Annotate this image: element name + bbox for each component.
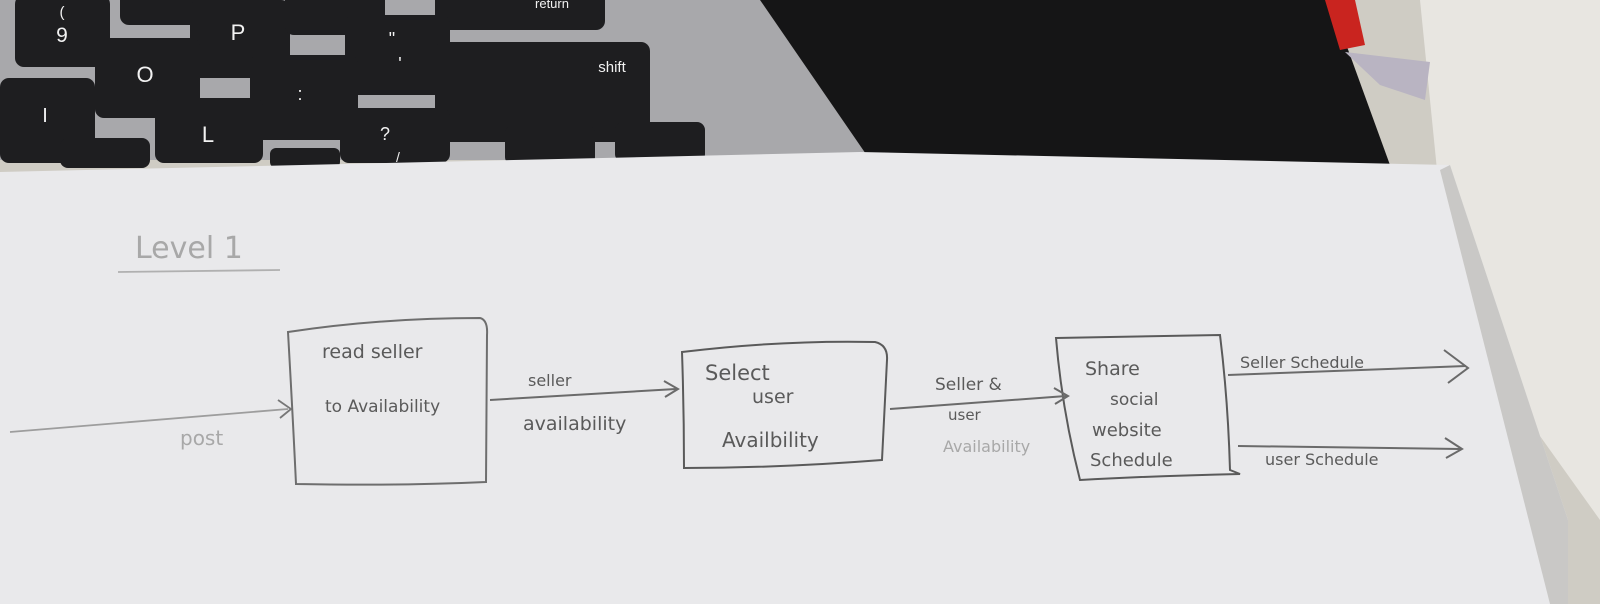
diagram-title: Level 1 [135, 231, 243, 266]
flow-4-label: user Schedule [1265, 450, 1379, 469]
key-question [340, 108, 450, 163]
flow-seller-user-availability: Seller & user Availability [889, 375, 1070, 456]
flow-2-label-1: Seller & [935, 375, 1002, 395]
flow-2-arrowhead [1053, 387, 1070, 405]
key-label-question: ? [380, 124, 390, 144]
flow-1-arrowhead [663, 380, 680, 398]
process-3-line-1: Share [1085, 358, 1140, 380]
input-arrow-head [277, 399, 293, 419]
flow-1-line [489, 388, 677, 401]
process-read-seller: read seller to Availability [286, 316, 489, 486]
keyboard: ( 9 P O I L " ' ? / shift return : [0, 0, 705, 168]
key-label-shift: shift [598, 59, 626, 76]
process-box-3 [1054, 333, 1241, 482]
key-label-9: 9 [56, 24, 68, 47]
flow-user-schedule: user Schedule [1237, 437, 1464, 469]
key-return [435, 0, 605, 30]
process-1-line-2: to Availability [325, 397, 440, 417]
paper-sheet [0, 152, 1568, 604]
napkin [1420, 0, 1600, 520]
key-left-edge [60, 138, 150, 168]
red-wrapper [1325, 0, 1365, 50]
flow-3-line [1227, 365, 1467, 376]
process-1-line-1: read seller [322, 341, 423, 363]
key-label-return: return [535, 0, 569, 11]
key-shift [435, 42, 650, 142]
process-share-schedule: Share social website Schedule [1054, 333, 1241, 482]
key-up [505, 125, 595, 165]
flow-1-label-2: availability [523, 413, 626, 435]
process-box-2 [680, 340, 889, 470]
flow-seller-availability: seller availability [489, 371, 680, 435]
flow-2-label-2: user [948, 406, 982, 424]
key-label-i: I [42, 105, 48, 127]
key-9 [15, 0, 110, 67]
dark-screen [760, 0, 1390, 165]
flow-3-arrowhead [1443, 349, 1470, 384]
flow-seller-schedule: Seller Schedule [1227, 349, 1470, 384]
process-2-line-2: user [752, 386, 794, 408]
process-3-line-4: Schedule [1090, 450, 1173, 471]
key-label-slash: / [396, 149, 400, 165]
flow-3-label: Seller Schedule [1240, 353, 1364, 372]
input-label-post: post [180, 426, 223, 450]
key-label-p: P [231, 20, 246, 45]
input-flow: post [9, 399, 293, 450]
key-label-l: L [202, 122, 214, 147]
key-label-singlequote: ' [398, 54, 401, 74]
key-label-o: O [136, 62, 153, 87]
foil-scrap [1345, 52, 1430, 100]
key-semicolon [250, 55, 358, 140]
title-underline [117, 269, 281, 273]
key-bottom-mid [270, 148, 340, 168]
process-2-line-1: Select [705, 361, 770, 385]
process-3-line-3: website [1092, 420, 1162, 441]
flow-2-label-3: Availability [943, 437, 1030, 456]
flow-1-label-1: seller [528, 371, 572, 390]
flow-4-arrowhead [1444, 437, 1464, 459]
flow-2-line [889, 395, 1067, 410]
diagram-title-group: Level 1 [117, 231, 281, 273]
paper-shadow [1440, 165, 1568, 604]
process-2-line-3: Availbility [722, 428, 819, 452]
key-down [615, 122, 705, 162]
flow-4-line [1237, 445, 1461, 450]
process-3-line-2: social [1110, 390, 1158, 410]
process-select-user: Select user Availbility [680, 340, 889, 470]
key-quote [345, 15, 450, 95]
key-label-doublequote: " [389, 29, 395, 49]
input-arrow-line [9, 408, 289, 433]
process-box-1 [286, 316, 489, 486]
key-label-colon: : [297, 84, 302, 104]
key-l [155, 98, 263, 163]
key-label-9-top: ( [60, 4, 65, 21]
